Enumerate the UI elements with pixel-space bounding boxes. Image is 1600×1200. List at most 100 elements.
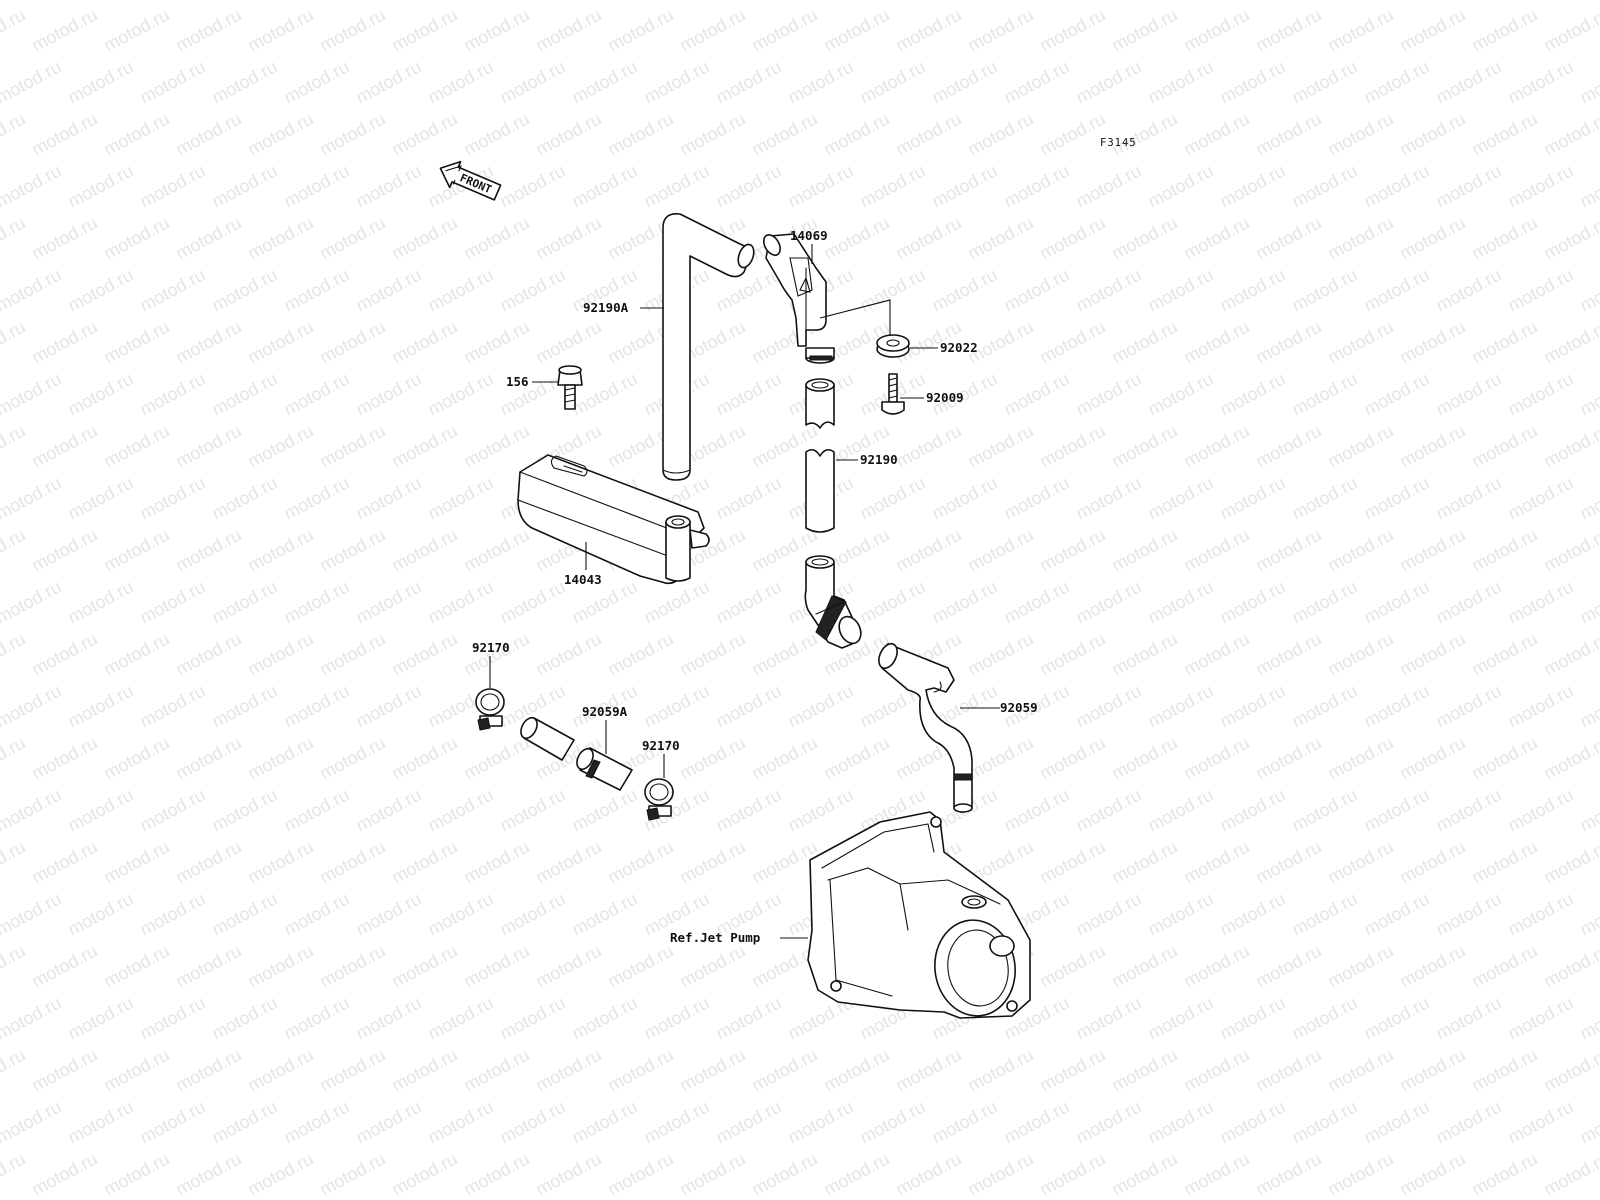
watermark-text: motod.ru — [640, 577, 712, 628]
watermark-text: motod.ru — [1144, 0, 1216, 4]
watermark-text: motod.ru — [532, 1149, 604, 1200]
watermark-text: motod.ru — [1252, 109, 1324, 160]
callout-92022: 92022 — [819, 299, 978, 355]
watermark-text: motod.ru — [424, 993, 496, 1044]
watermark-text: motod.ru — [1576, 577, 1600, 628]
watermark-text: motod.ru — [1036, 733, 1108, 784]
svg-text:92059A: 92059A — [582, 704, 628, 719]
watermark-text: motod.ru — [964, 733, 1036, 784]
watermark-text: motod.ru — [568, 0, 640, 4]
watermark-text: motod.ru — [0, 681, 65, 732]
watermark-text: motod.ru — [1072, 889, 1144, 940]
watermark-text: motod.ru — [0, 317, 29, 368]
watermark-text: motod.ru — [316, 525, 388, 576]
watermark-text: motod.ru — [1036, 421, 1108, 472]
watermark-text: motod.ru — [892, 1045, 964, 1096]
watermark-text: motod.ru — [820, 5, 892, 56]
watermark-text: motod.ru — [172, 109, 244, 160]
watermark-text: motod.ru — [1468, 317, 1540, 368]
watermark-text: motod.ru — [532, 837, 604, 888]
watermark-text: motod.ru — [856, 57, 928, 108]
watermark-text: motod.ru — [1576, 161, 1600, 212]
watermark-text: motod.ru — [964, 1149, 1036, 1200]
watermark-text: motod.ru — [1504, 993, 1576, 1044]
watermark-text: motod.ru — [136, 265, 208, 316]
watermark-text: motod.ru — [100, 213, 172, 264]
watermark-text: motod.ru — [1252, 1045, 1324, 1096]
watermark-text: motod.ru — [1540, 1045, 1600, 1096]
watermark-text: motod.ru — [820, 733, 892, 784]
watermark-text: motod.ru — [1036, 837, 1108, 888]
watermark-text: motod.ru — [1036, 5, 1108, 56]
watermark-text: motod.ru — [0, 629, 29, 680]
watermark-text: motod.ru — [496, 57, 568, 108]
watermark-text: motod.ru — [172, 1045, 244, 1096]
watermark-text: motod.ru — [1468, 525, 1540, 576]
watermark-text: motod.ru — [1432, 57, 1504, 108]
watermark-text: motod.ru — [1072, 0, 1144, 4]
watermark-text: motod.ru — [388, 213, 460, 264]
svg-text:156: 156 — [506, 374, 529, 389]
watermark-text: motod.ru — [244, 317, 316, 368]
watermark-text: motod.ru — [1000, 0, 1072, 4]
watermark-text: motod.ru — [424, 0, 496, 4]
watermark-text: motod.ru — [244, 941, 316, 992]
watermark-text: motod.ru — [1288, 0, 1360, 4]
watermark-text: motod.ru — [1216, 1097, 1288, 1148]
watermark-text: motod.ru — [676, 1045, 748, 1096]
watermark-text: motod.ru — [100, 421, 172, 472]
watermark-text: motod.ru — [208, 1097, 280, 1148]
watermark-text: motod.ru — [1144, 889, 1216, 940]
watermark-text: motod.ru — [784, 681, 856, 732]
watermark-text: motod.ru — [388, 941, 460, 992]
watermark-text: motod.ru — [316, 213, 388, 264]
watermark-text: motod.ru — [1324, 525, 1396, 576]
watermark-text: motod.ru — [0, 369, 65, 420]
watermark-text: motod.ru — [1324, 109, 1396, 160]
watermark-text: motod.ru — [244, 629, 316, 680]
watermark-text: motod.ru — [28, 941, 100, 992]
watermark-text: motod.ru — [1468, 1149, 1540, 1200]
watermark-text: motod.ru — [1324, 213, 1396, 264]
watermark-text: motod.ru — [280, 681, 352, 732]
watermark-text: motod.ru — [1144, 577, 1216, 628]
watermark-text: motod.ru — [208, 785, 280, 836]
watermark-text: motod.ru — [928, 161, 1000, 212]
watermark-text: motod.ru — [856, 473, 928, 524]
watermark-text: motod.ru — [1180, 525, 1252, 576]
callout-92009: 92009 — [900, 390, 964, 405]
watermark-text: motod.ru — [712, 785, 784, 836]
watermark-text: motod.ru — [1432, 473, 1504, 524]
watermark-text: motod.ru — [1036, 525, 1108, 576]
watermark-text: motod.ru — [1216, 577, 1288, 628]
watermark-text: motod.ru — [532, 109, 604, 160]
watermark-text: motod.ru — [1432, 577, 1504, 628]
watermark-text: motod.ru — [604, 1045, 676, 1096]
watermark-text: motod.ru — [64, 785, 136, 836]
watermark-text: motod.ru — [676, 629, 748, 680]
watermark-text: motod.ru — [784, 785, 856, 836]
watermark-text: motod.ru — [64, 889, 136, 940]
watermark-text: motod.ru — [64, 57, 136, 108]
watermark-text: motod.ru — [1216, 889, 1288, 940]
watermark-text: motod.ru — [1576, 993, 1600, 1044]
watermark-text: motod.ru — [0, 265, 65, 316]
watermark-text: motod.ru — [532, 5, 604, 56]
watermark-text: motod.ru — [136, 0, 208, 4]
watermark-text: motod.ru — [892, 525, 964, 576]
svg-text:92170: 92170 — [642, 738, 680, 753]
watermark-text: motod.ru — [280, 993, 352, 1044]
watermark-text: motod.ru — [424, 577, 496, 628]
watermark-text: motod.ru — [460, 1149, 532, 1200]
watermark-text: motod.ru — [1540, 941, 1600, 992]
watermark-text: motod.ru — [676, 733, 748, 784]
watermark-text: motod.ru — [1432, 993, 1504, 1044]
watermark-text: motod.ru — [172, 629, 244, 680]
watermark-text: motod.ru — [100, 1045, 172, 1096]
watermark-text: motod.ru — [1288, 161, 1360, 212]
watermark-text: motod.ru — [892, 5, 964, 56]
watermark-text: motod.ru — [604, 837, 676, 888]
watermark-text: motod.ru — [712, 369, 784, 420]
